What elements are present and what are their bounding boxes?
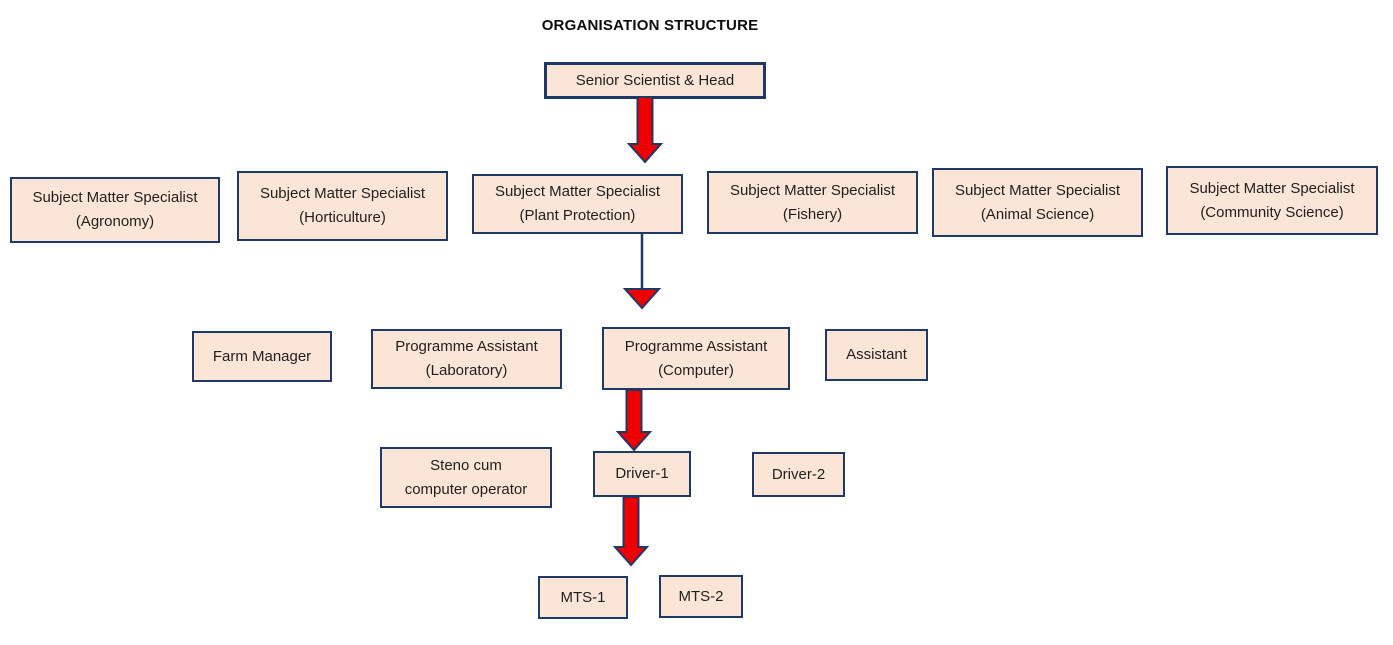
org-node-farm-manager: Farm Manager [192,331,332,382]
node-label: Subject Matter Specialist [494,183,661,200]
node-label: Senior Scientist & Head [575,71,735,89]
node-label: Assistant [846,346,907,363]
node-sublabel: (Fishery) [782,205,843,223]
node-label: Driver-1 [615,465,669,482]
node-label: Steno cum [430,456,502,474]
org-node-sms-animal-science: Subject Matter Specialist (Animal Scienc… [932,168,1143,237]
org-node-pa-computer: Programme Assistant (Computer) [602,327,790,390]
node-label: MTS-1 [560,588,606,606]
org-node-sms-plant-protection: Subject Matter Specialist (Plant Protect… [472,174,683,234]
connector-arrow-driver-to-mts-icon [612,496,650,567]
org-node-mts-2: MTS-2 [659,575,743,618]
node-label: Programme Assistant [624,337,768,355]
node-label: Driver-2 [771,465,826,483]
org-node-senior-scientist-head: Senior Scientist & Head [544,62,766,99]
org-node-sms-agronomy: Subject Matter Specialist (Agronomy) [10,177,220,243]
org-node-driver-1: Driver-1 [593,451,691,497]
connector-arrow-head-to-sms-icon [626,96,664,164]
org-node-mts-1: MTS-1 [538,576,628,619]
node-label: Subject Matter Specialist [729,181,896,199]
node-label: Subject Matter Specialist [259,185,426,202]
node-sublabel: (Animal Science) [980,205,1095,223]
connector-line-sms-to-pa-icon [622,233,662,310]
node-label: Programme Assistant [395,338,538,355]
org-node-assistant: Assistant [825,329,928,381]
org-node-sms-community-science: Subject Matter Specialist (Community Sci… [1166,166,1378,235]
connector-arrow-pa-to-driver-icon [615,389,653,452]
org-node-pa-laboratory: Programme Assistant (Laboratory) [371,329,562,389]
org-node-sms-fishery: Subject Matter Specialist (Fishery) [707,171,918,234]
org-node-steno-cum-computer-operator: Steno cum computer operator [380,447,552,508]
node-sublabel: (Laboratory) [425,362,508,379]
node-sublabel: (Agronomy) [75,213,155,230]
node-sublabel: computer operator [404,480,528,498]
diagram-title: ORGANISATION STRUCTURE [541,17,759,34]
org-node-sms-horticulture: Subject Matter Specialist (Horticulture) [237,171,448,241]
node-label: Subject Matter Specialist [954,181,1121,199]
node-label: Farm Manager [212,347,312,365]
node-sublabel: (Community Science) [1200,203,1344,221]
node-label: Subject Matter Specialist [1189,179,1355,197]
node-sublabel: (Horticulture) [299,209,386,226]
node-label: Subject Matter Specialist [32,189,198,206]
org-node-driver-2: Driver-2 [752,452,845,497]
node-sublabel: (Plant Protection) [519,207,636,224]
node-sublabel: (Computer) [658,361,734,379]
node-label: MTS-2 [678,587,724,605]
